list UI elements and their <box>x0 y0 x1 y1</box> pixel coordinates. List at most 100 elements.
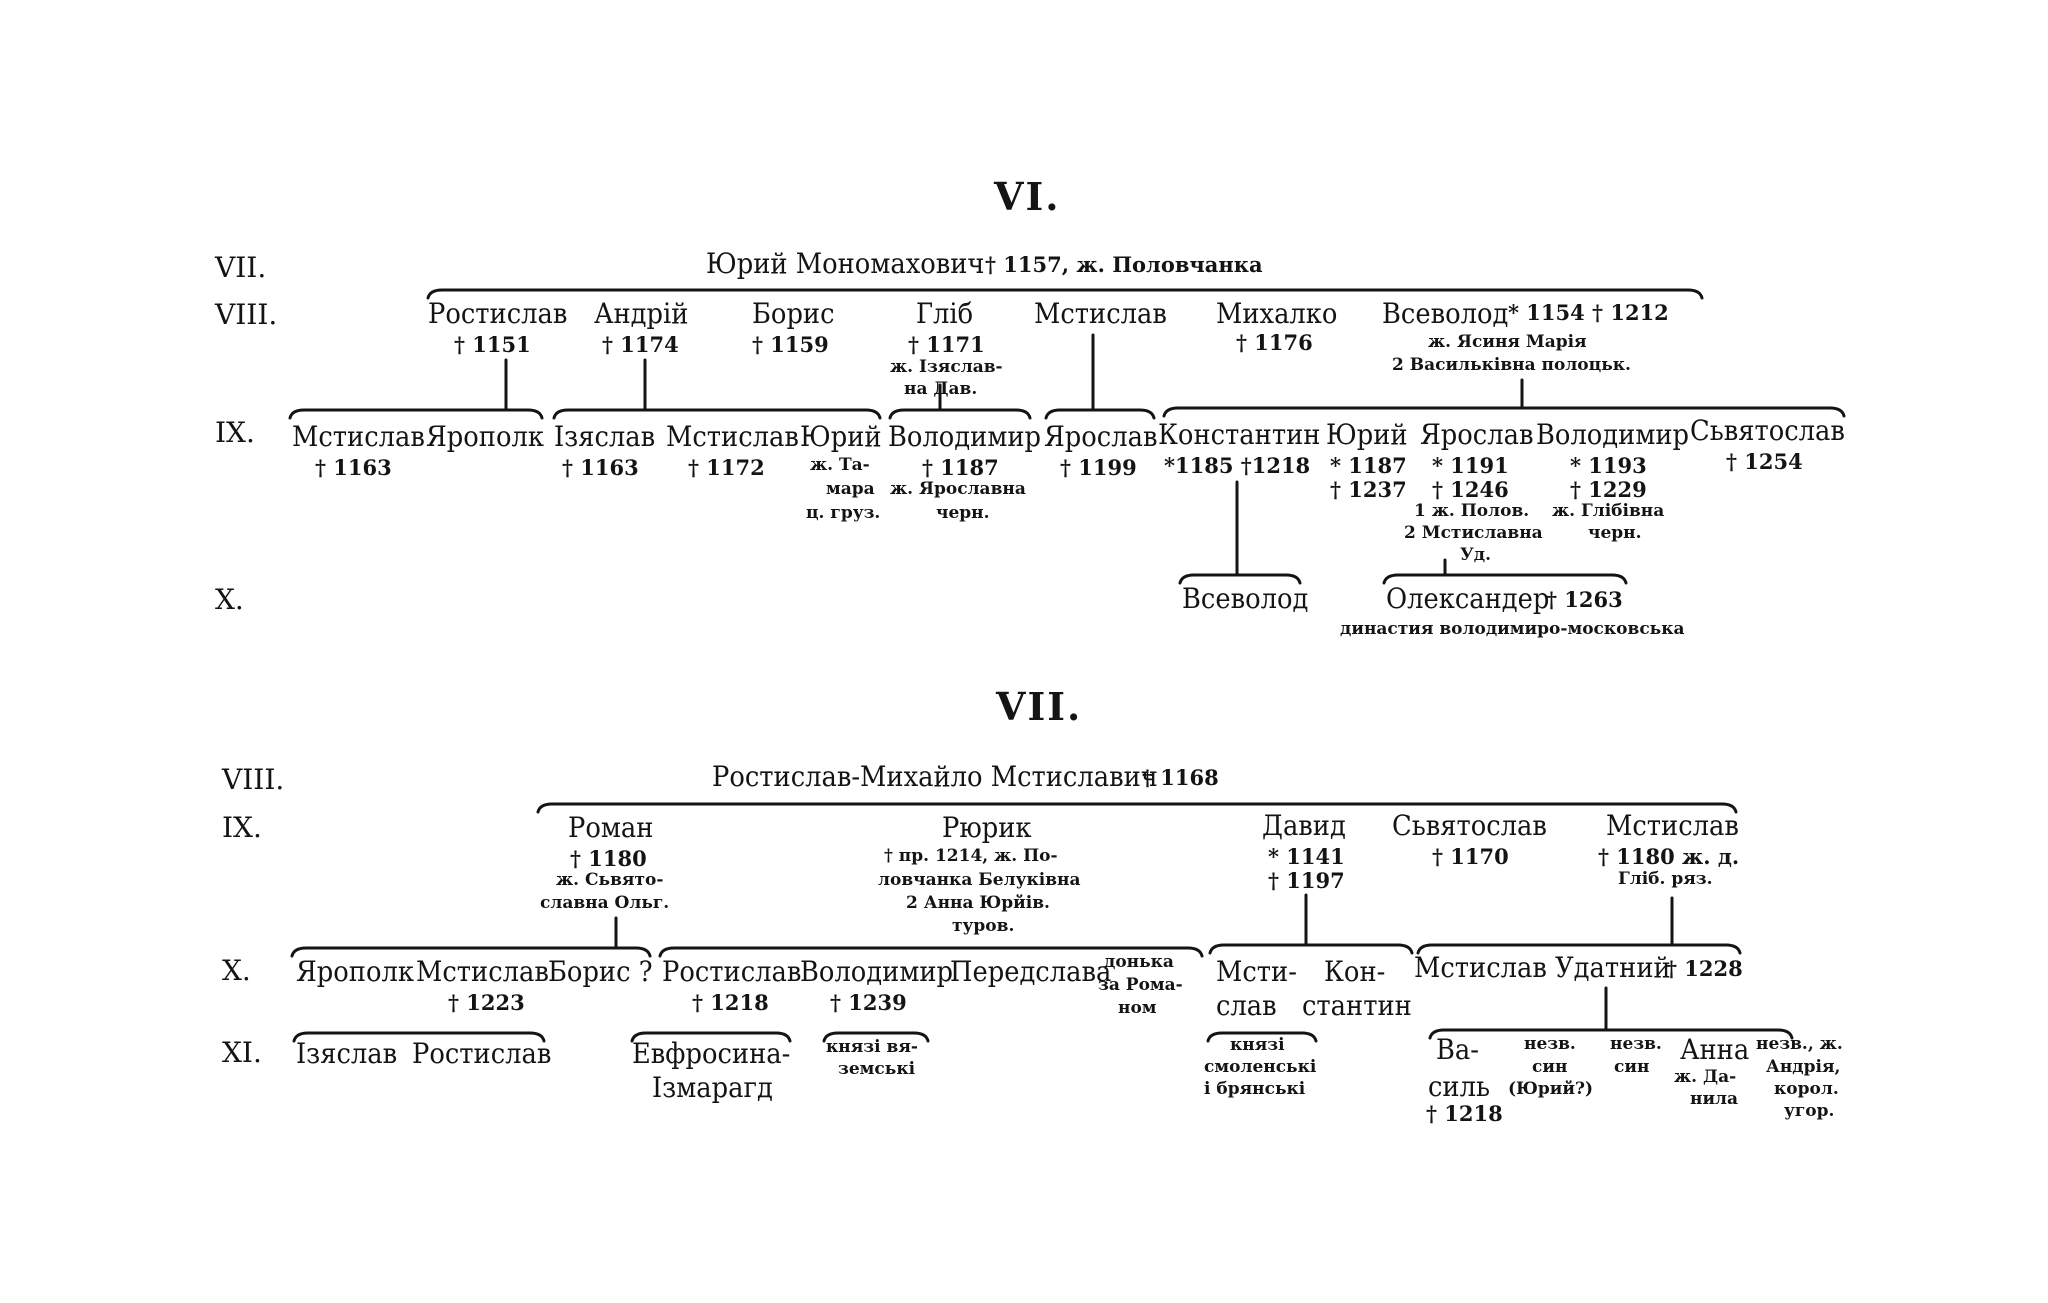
person-yurii-9-spouse-1: ж. Та- <box>810 455 870 475</box>
bracket-yurii-children <box>426 288 1704 300</box>
root2-info: † 1168 <box>1142 765 1219 790</box>
person-rostyslav: Ростислав <box>428 297 568 330</box>
person-volodymyr-9-spouse-1: ж. Ярославна <box>890 479 1026 499</box>
dynasty-note: династия володимиро-московська <box>1340 619 1685 639</box>
root-info: † 1157, ж. Половчанка <box>985 252 1263 277</box>
person-mstyslav-9-death: † 1163 <box>315 455 392 480</box>
person-volodymyr-10: Володимир <box>800 955 954 988</box>
gen-label-x-b: X. <box>222 954 251 987</box>
root-name: Юрий Мономахович <box>706 247 985 280</box>
person-roman-death: † 1180 <box>570 846 647 871</box>
person-udatnyi: Мстислав Удатний <box>1414 951 1671 984</box>
person-oleksander-10-death: † 1263 <box>1546 587 1623 612</box>
person-andrii-death: † 1174 <box>602 332 679 357</box>
note-smolenski-2: смоленські <box>1204 1057 1317 1077</box>
person-vsevolod-spouse-1: ж. Ясиня Марія <box>1428 332 1587 352</box>
person-yaroslav2-9-birth: * 1191 <box>1432 453 1509 478</box>
bracket-rostyslav-children <box>288 408 544 420</box>
bracket-kostiantyn-children <box>1178 573 1302 585</box>
person-unk2-1: незв. <box>1610 1034 1662 1054</box>
person-sviatoslav-r-death: † 1170 <box>1432 844 1509 869</box>
person-yurii2-9-death: † 1237 <box>1330 477 1407 502</box>
person-peredslava-10: Передслава <box>950 955 1112 988</box>
gen-label-viii: VIII. <box>215 298 278 331</box>
person-riuryk: Рюрик <box>942 811 1032 844</box>
note-smolenski-3: і брянські <box>1204 1079 1306 1099</box>
person-andrii: Андрій <box>594 297 689 330</box>
person-anna-spouse-2: нила <box>1690 1089 1739 1109</box>
bracket-yaroslav2-children <box>1382 573 1628 585</box>
person-mstyslav-r-spouse: Гліб. ряз. <box>1618 869 1713 889</box>
bracket-mstyslav-children <box>1044 408 1156 420</box>
person-yurii-9-spouse-2: мара <box>826 479 875 499</box>
bracket-volodymyr10-children <box>822 1031 930 1043</box>
person-oleksander-10: Олександер <box>1386 582 1550 615</box>
person-donka-3: ном <box>1118 998 1157 1018</box>
person-mstyslav2-10-a: Мсти- <box>1216 955 1297 988</box>
person-riuryk-info-4: туров. <box>952 916 1015 936</box>
person-yevfrosyna-b: Ізмарагд <box>652 1071 773 1104</box>
person-yurii-9: Юрий <box>800 420 882 453</box>
person-mstyslav2-10-b: слав <box>1216 989 1277 1022</box>
person-yaroslav2-9-spouse-1: 1 ж. Полов. <box>1414 501 1530 521</box>
person-yaroslav-9: Ярослав <box>1044 420 1158 453</box>
person-borys-death: † 1159 <box>752 332 829 357</box>
person-volodymyr2-9: Володимир <box>1536 418 1690 451</box>
note-viazemski-2: земські <box>838 1059 916 1079</box>
person-unk3-4: угор. <box>1784 1101 1835 1121</box>
person-unk3-3: корол. <box>1774 1079 1839 1099</box>
person-vasyl-b: силь <box>1428 1070 1490 1103</box>
person-riuryk-info-1: † пр. 1214, ж. По- <box>884 846 1058 866</box>
person-mstyslav: Мстислав <box>1034 297 1167 330</box>
person-anna: Анна <box>1680 1033 1750 1066</box>
gen-label-ix-b: IX. <box>222 811 262 844</box>
person-hlib: Гліб <box>916 297 974 330</box>
person-mstyslav2-9-death: † 1172 <box>688 455 765 480</box>
bracket-vsevolod-children <box>1162 406 1846 418</box>
person-mstyslav2-9: Мстислав <box>666 420 799 453</box>
person-mstyslav-10-death: † 1223 <box>448 990 525 1015</box>
person-mstyslav-9: Мстислав <box>292 420 425 453</box>
person-riuryk-info-3: 2 Анна Юрйів. <box>906 893 1050 913</box>
person-rostyslav-10-death: † 1218 <box>692 990 769 1015</box>
person-kostiantyn-10-b: стантин <box>1302 989 1412 1022</box>
person-vsevolod: Всеволод <box>1382 297 1509 330</box>
gen-label-viii-b: VIII. <box>222 763 285 796</box>
person-hlib-spouse-1: ж. Ізяслав- <box>890 357 1003 377</box>
person-yaroslav2-9-spouse-2: 2 Мстиславна <box>1404 523 1543 543</box>
note-viazemski-1: князі вя- <box>826 1037 918 1057</box>
person-iziaslav-11: Ізяслав <box>296 1037 398 1070</box>
bracket-rostyslav-m-children <box>536 802 1738 814</box>
person-mstyslav-10: Мстислав <box>416 955 549 988</box>
root2-name: Ростислав-Михайло Мстиславич <box>712 760 1158 793</box>
person-unk3-1: незв., ж. <box>1756 1034 1843 1054</box>
bracket-mstyslav-r-children <box>1416 943 1742 955</box>
person-davyd-birth: * 1141 <box>1268 844 1345 869</box>
person-volodymyr2-9-spouse-2: черн. <box>1588 523 1642 543</box>
person-roman: Роман <box>568 811 654 844</box>
person-davyd: Давид <box>1262 809 1346 842</box>
person-unk1-2: син <box>1532 1057 1568 1077</box>
person-volodymyr-9-spouse-2: черн. <box>936 503 990 523</box>
bracket-riuryk-children <box>658 946 1204 958</box>
person-vasyl-death: † 1218 <box>1426 1101 1503 1126</box>
bracket-andrii-children <box>552 408 882 420</box>
bracket-roman-children <box>290 946 652 958</box>
person-yaroslav2-9-death: † 1246 <box>1432 477 1509 502</box>
gen-label-vii: VII. <box>215 251 267 284</box>
person-vsevolod-10: Всеволод <box>1182 582 1309 615</box>
person-donka-1: донька <box>1104 952 1174 972</box>
person-yurii2-9: Юрий <box>1326 418 1408 451</box>
person-yevfrosyna-a: Евфросина- <box>632 1037 791 1070</box>
person-hlib-death: † 1171 <box>908 332 985 357</box>
person-riuryk-info-2: ловчанка Белуківна <box>878 870 1081 890</box>
person-kostiantyn-9-dates: *1185 †1218 <box>1164 453 1311 478</box>
person-udatnyi-death: † 1228 <box>1666 956 1743 981</box>
bracket-mstyslav-d-children <box>1206 1031 1318 1043</box>
person-unk1-1: незв. <box>1524 1034 1576 1054</box>
person-volodymyr-10-death: † 1239 <box>830 990 907 1015</box>
bracket-mstyslav10-children <box>292 1031 546 1043</box>
person-mykhalko-death: † 1176 <box>1236 330 1313 355</box>
person-volodymyr-9-death: † 1187 <box>922 455 999 480</box>
